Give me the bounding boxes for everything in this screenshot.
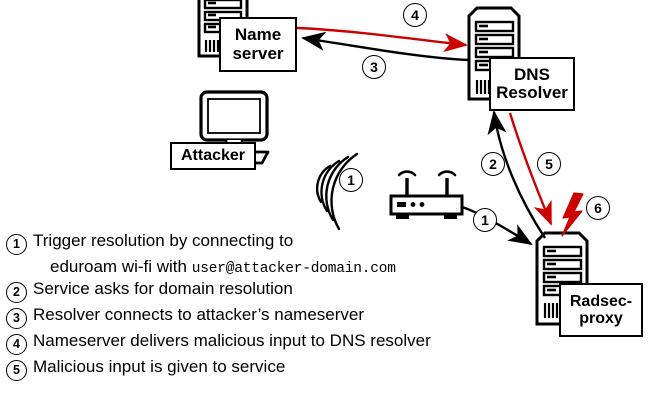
legend-item-1-continuation: eduroam wi-fi with user@attacker-domain.…: [50, 258, 476, 277]
step-marker-2: 2: [481, 152, 505, 176]
legend-num-4: 4: [6, 333, 27, 355]
dns-resolver-label-line2: Resolver: [496, 83, 568, 102]
flow-arrow-4: [296, 26, 468, 53]
lightning-bolt-icon: [561, 192, 584, 237]
attacker-label-text: Attacker: [180, 147, 246, 165]
wifi-router-icon: [389, 170, 464, 219]
step-marker-6: 6: [586, 196, 610, 220]
nameserver-label-line2: server: [232, 43, 284, 63]
legend-item-2: 2 Service asks for domain resolution: [6, 280, 476, 303]
legend-num-1: 1: [6, 234, 27, 255]
wifi-signal-arcs-icon: [316, 152, 359, 231]
node-label-nameserver: Name server: [219, 17, 297, 72]
radsec-proxy-label-line2: proxy: [579, 310, 623, 327]
legend-num-3: 3: [6, 307, 27, 329]
dns-resolver-label-line1: DNS: [514, 64, 550, 84]
step-marker-3: 3: [362, 55, 386, 79]
legend-text-2: Service asks for domain resolution: [33, 278, 293, 298]
node-label-attacker: Attacker: [170, 142, 256, 170]
legend: 1 Trigger resolution by connecting to ed…: [6, 232, 476, 384]
legend-sub-prefix: eduroam wi-fi with: [50, 257, 192, 276]
legend-num-5: 5: [6, 359, 27, 381]
legend-text-4: Nameserver delivers malicious input to D…: [33, 330, 431, 350]
legend-num-2: 2: [6, 281, 27, 303]
step-marker-4: 4: [403, 3, 427, 27]
node-label-radsec-proxy: Radsec- proxy: [559, 283, 643, 337]
flow-arrow-5: [508, 112, 553, 226]
step-marker-1-wifi: 1: [339, 168, 363, 192]
radsec-proxy-label-line1: Radsec-: [569, 292, 633, 310]
legend-text-3: Resolver connects to attacker’s nameserv…: [33, 304, 365, 324]
legend-item-1: 1 Trigger resolution by connecting to: [6, 232, 476, 255]
legend-item-4: 4 Nameserver delivers malicious input to…: [6, 332, 476, 355]
nameserver-label-line1: Name: [234, 25, 282, 45]
legend-text-5: Malicious input is given to service: [33, 356, 286, 376]
node-label-dns-resolver: DNS Resolver: [489, 57, 575, 111]
flow-arrow-3: [301, 31, 469, 62]
step-marker-5: 5: [537, 152, 561, 176]
legend-text-1: Trigger resolution by connecting to: [33, 231, 294, 250]
flow-arrow-2: [487, 110, 547, 239]
legend-item-3: 3 Resolver connects to attacker’s namese…: [6, 306, 476, 329]
legend-item-5: 5 Malicious input is given to service: [6, 358, 476, 381]
attacker-email-value: user@attacker-domain.com: [191, 261, 396, 277]
step-marker-1-router: 1: [473, 208, 497, 232]
